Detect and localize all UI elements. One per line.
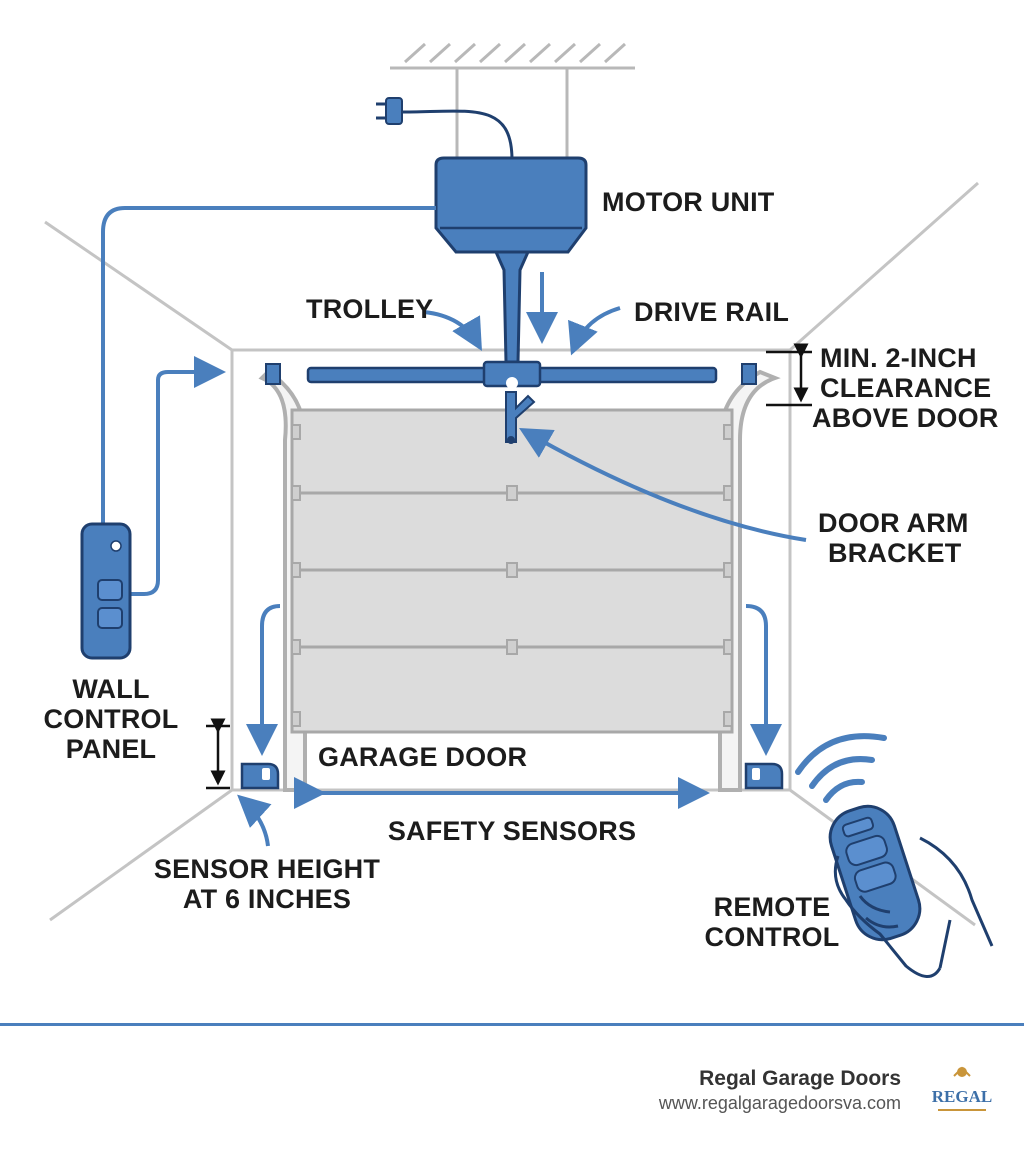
callout-arrows: [237, 272, 807, 847]
regal-logo: REGAL: [932, 1066, 992, 1111]
garage-opener-diagram: MOTOR UNIT TROLLEY DRIVE RAIL MIN. 2-INC…: [44, 42, 999, 978]
remote-control-icon: [828, 804, 922, 942]
drive-rail: [265, 360, 757, 444]
brand-url: www.regalgaragedoorsva.com: [658, 1093, 901, 1113]
dimension-indicators: [206, 343, 812, 790]
hand-icon: [833, 836, 994, 978]
label-clearance-line-1: MIN. 2-INCH: [820, 343, 977, 373]
label-door-arm-line-2: BRACKET: [828, 538, 962, 568]
label-safety-sensors: SAFETY SENSORS: [388, 816, 636, 846]
label-remote-line-2: CONTROL: [705, 922, 840, 952]
ceiling: [390, 42, 635, 160]
label-sensor-height-line-1: SENSOR HEIGHT: [154, 854, 380, 884]
logo-text: REGAL: [932, 1087, 992, 1106]
label-motor-unit: MOTOR UNIT: [602, 187, 775, 217]
label-wall-panel-line-3: PANEL: [66, 734, 157, 764]
motor-unit: [434, 156, 588, 364]
brand-name: Regal Garage Doors: [699, 1067, 901, 1090]
label-remote-line-1: REMOTE: [714, 892, 831, 922]
label-wall-panel-line-1: WALL: [72, 674, 149, 704]
label-wall-panel-line-2: CONTROL: [44, 704, 179, 734]
label-trolley: TROLLEY: [306, 294, 433, 324]
garage-door: [290, 408, 734, 734]
safety-sensor-left: [240, 762, 280, 790]
power-plug-icon: [376, 97, 514, 161]
footer-branding: Regal Garage Doors www.regalgaragedoorsv…: [659, 1066, 901, 1114]
signal-waves-icon: [795, 733, 887, 803]
label-garage-door: GARAGE DOOR: [318, 742, 527, 772]
footer-divider: [0, 1023, 1024, 1026]
label-drive-rail: DRIVE RAIL: [634, 297, 789, 327]
label-sensor-height-line-2: AT 6 INCHES: [183, 884, 351, 914]
wall-control-wire: [101, 206, 436, 530]
wall-control-panel: [80, 356, 226, 660]
safety-sensor-right: [744, 762, 784, 790]
label-clearance-line-3: ABOVE DOOR: [812, 403, 999, 433]
label-door-arm-line-1: DOOR ARM: [818, 508, 969, 538]
label-clearance-line-2: CLEARANCE: [820, 373, 991, 403]
